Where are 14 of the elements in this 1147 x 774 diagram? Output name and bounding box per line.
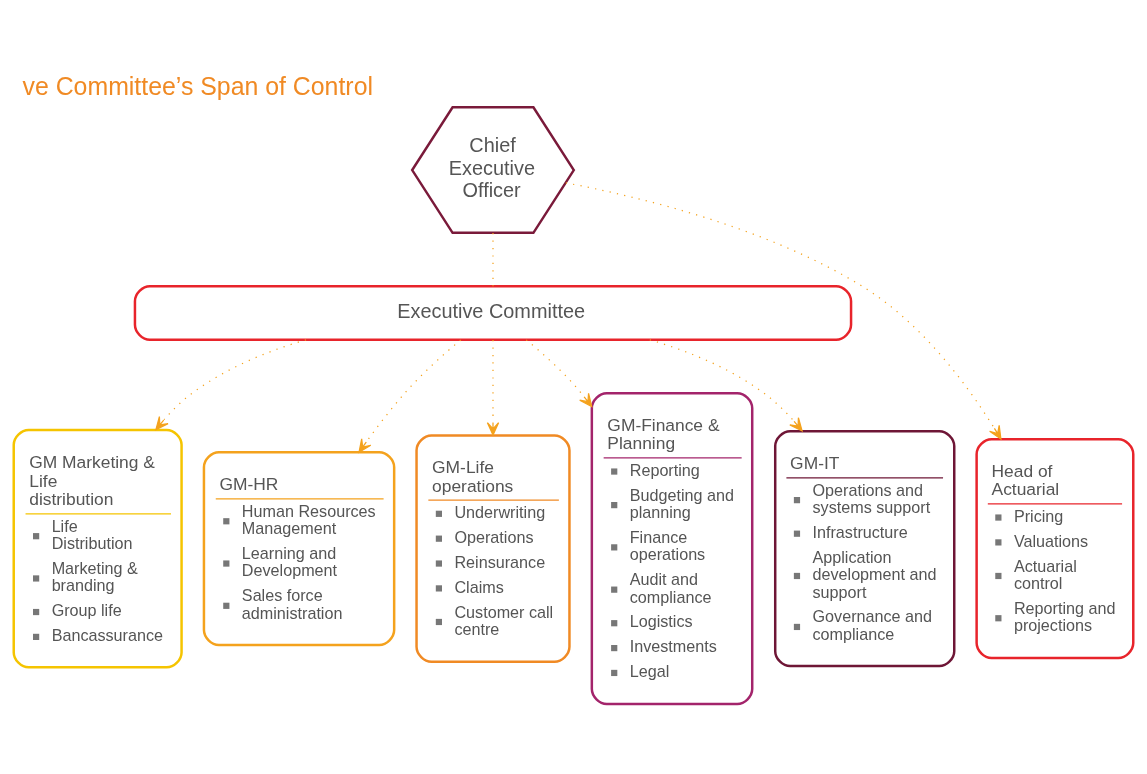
- node-box: Executive Committee: [133, 285, 853, 341]
- node-box: GM-Life operations Underwriting Operations Reinsurance Claims Customer call centre: [415, 434, 571, 663]
- arrow: [525, 339, 593, 408]
- arrow: [649, 339, 803, 432]
- node-box: GM-Finance & Planning Reporting Budgeting and planning Finance operations Audit and compliance Logistics Investments Legal: [590, 391, 754, 706]
- node-box: Head of Actuarial Pricing Valuations Actuarial control Reporting and projections: [975, 437, 1135, 660]
- node-box: GM-HR Human Resources Management Learning and Development Sales force administration: [202, 451, 396, 647]
- node-box: GM Marketing & Life distribution Life Distribution Marketing & branding Group life Bancassurance: [12, 428, 183, 669]
- arrow: [155, 339, 307, 431]
- arrow: [565, 182, 1002, 440]
- diagram-title: ve Committee’s Span of Control: [22, 71, 373, 100]
- arrow: [358, 339, 462, 453]
- node-box: GM-IT Operations and systems support Infrastructure Application development and support Governance and compliance: [773, 429, 956, 668]
- arrow: [486, 339, 500, 436]
